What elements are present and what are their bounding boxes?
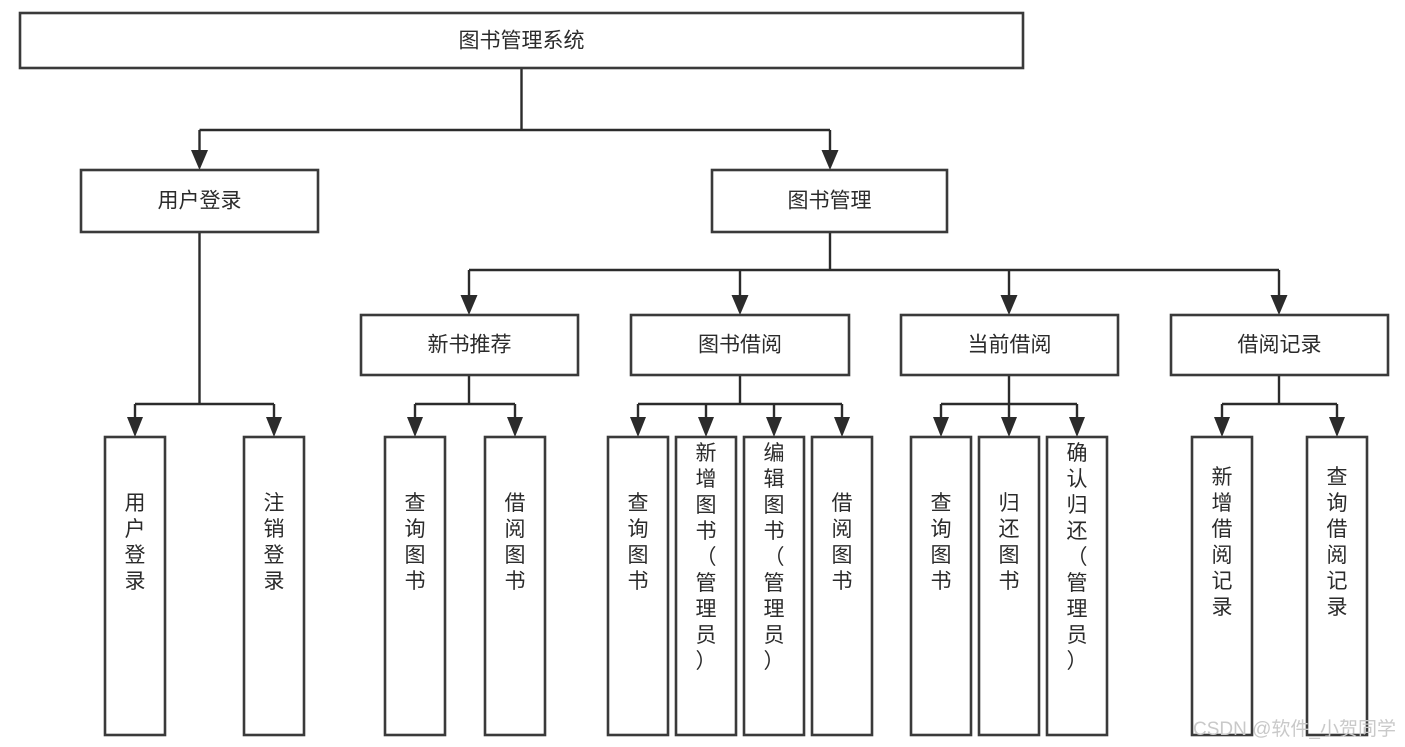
- leaf-node-query-record-label: 查询借阅记录: [1327, 466, 1348, 619]
- leaf-node-user-logout[interactable]: 注销登录: [242, 435, 306, 737]
- leaf-node-borrow-book-1[interactable]: 借阅图书: [483, 435, 547, 737]
- arrowhead-leaf-borrow-book-2: [834, 417, 850, 437]
- leaf-node-borrow-book-1-box[interactable]: [483, 435, 547, 737]
- leaf-node-return-book[interactable]: 归还图书: [977, 435, 1041, 737]
- arrowhead-borrow-record: [1270, 295, 1288, 315]
- leaf-node-borrow-book-1-label: 借阅图书: [505, 492, 526, 593]
- leaf-node-query-book-1[interactable]: 查询图书: [383, 435, 447, 737]
- arrowhead-leaf-user-login: [127, 417, 143, 437]
- edges-root-to-level2: [191, 68, 839, 170]
- leaf-node-user-logout-box[interactable]: [242, 435, 306, 737]
- edges-bookmgmt-to-level3: [460, 232, 1288, 315]
- leaf-node-query-book-2-box[interactable]: [606, 435, 670, 737]
- node-current-borrow[interactable]: 当前借阅: [899, 313, 1120, 377]
- arrowhead-leaf-query-book-3: [933, 417, 949, 437]
- node-new-book-recommend[interactable]: 新书推荐: [359, 313, 580, 377]
- leaf-node-user-login[interactable]: 用户登录: [103, 435, 167, 737]
- node-root-label: 图书管理系统: [459, 30, 585, 53]
- leaf-node-query-book-2-label: 查询图书: [628, 492, 649, 593]
- arrowhead-leaf-add-book: [698, 417, 714, 437]
- leaf-node-query-record-box[interactable]: [1305, 435, 1369, 737]
- leaf-node-query-book-1-label: 查询图书: [405, 492, 426, 593]
- node-current-borrow-box[interactable]: [899, 313, 1120, 377]
- leaf-node-query-book-3-box[interactable]: [909, 435, 973, 737]
- node-root-box[interactable]: [18, 11, 1025, 70]
- leaf-node-user-logout-label: 注销登录: [264, 492, 285, 593]
- arrowhead-leaf-borrow-book-1: [507, 417, 523, 437]
- arrowhead-leaf-query-record: [1329, 417, 1345, 437]
- leaf-node-confirm-return-box[interactable]: [1045, 435, 1109, 737]
- leaf-node-query-book-3[interactable]: 查询图书: [909, 435, 973, 737]
- leaf-node-borrow-book-2-label: 借阅图书: [832, 492, 853, 593]
- leaf-node-confirm-return-label: 确认归还（管理员）: [1067, 442, 1088, 673]
- leaf-node-add-book-label: 新增图书（管理员）: [696, 442, 717, 673]
- arrowhead-leaf-query-book-1: [407, 417, 423, 437]
- arrowhead-book-management: [821, 150, 839, 170]
- edges-userlogin-to-leaves: [127, 232, 282, 437]
- node-book-borrow-label: 图书借阅: [698, 334, 782, 357]
- leaf-node-edit-book-label: 编辑图书（管理员）: [764, 442, 785, 673]
- leaf-node-confirm-return[interactable]: 确认归还（管理员）: [1045, 435, 1109, 737]
- arrowhead-current-borrow: [1000, 295, 1018, 315]
- edges-bookborrow-to-leaves: [630, 375, 850, 437]
- arrowhead-leaf-user-logout: [266, 417, 282, 437]
- node-new-book-recommend-box[interactable]: [359, 313, 580, 377]
- leaf-node-borrow-book-2-box[interactable]: [810, 435, 874, 737]
- leaf-node-add-book-box[interactable]: [674, 435, 738, 737]
- csdn-watermark: CSDN @软件_小贺同学: [1193, 718, 1396, 740]
- arrowhead-leaf-add-record: [1214, 417, 1230, 437]
- edges-currentborrow-to-leaves: [933, 375, 1085, 437]
- node-borrow-record[interactable]: 借阅记录: [1169, 313, 1390, 377]
- node-book-management[interactable]: 图书管理: [710, 168, 949, 234]
- leaf-node-query-book-1-box[interactable]: [383, 435, 447, 737]
- leaf-node-add-record-label: 新增借阅记录: [1212, 466, 1233, 619]
- node-current-borrow-label: 当前借阅: [968, 334, 1052, 357]
- node-book-management-box[interactable]: [710, 168, 949, 234]
- arrowhead-new-book-recommend: [460, 295, 478, 315]
- leaf-node-borrow-book-2[interactable]: 借阅图书: [810, 435, 874, 737]
- arrowhead-leaf-query-book-2: [630, 417, 646, 437]
- leaf-node-add-record[interactable]: 新增借阅记录: [1190, 435, 1254, 737]
- leaf-node-user-login-box[interactable]: [103, 435, 167, 737]
- leaf-node-query-book-3-label: 查询图书: [931, 492, 952, 593]
- node-book-management-label: 图书管理: [788, 190, 872, 213]
- node-new-book-recommend-label: 新书推荐: [428, 334, 512, 357]
- arrowhead-leaf-edit-book: [766, 417, 782, 437]
- node-book-borrow[interactable]: 图书借阅: [629, 313, 851, 377]
- leaf-node-add-book[interactable]: 新增图书（管理员）: [674, 435, 738, 737]
- edges-newbook-to-leaves: [407, 375, 523, 437]
- node-user-login-label: 用户登录: [158, 190, 242, 213]
- arrowhead-leaf-return-book: [1001, 417, 1017, 437]
- arrowhead-book-borrow: [731, 295, 749, 315]
- node-book-borrow-box[interactable]: [629, 313, 851, 377]
- leaf-node-user-login-label: 用户登录: [125, 492, 146, 593]
- edges-borrowrecord-to-leaves: [1214, 375, 1345, 437]
- leaf-node-edit-book-box[interactable]: [742, 435, 806, 737]
- node-user-login-box[interactable]: [79, 168, 320, 234]
- node-borrow-record-label: 借阅记录: [1238, 334, 1322, 357]
- leaf-node-edit-book[interactable]: 编辑图书（管理员）: [742, 435, 806, 737]
- node-user-login[interactable]: 用户登录: [79, 168, 320, 234]
- node-root[interactable]: 图书管理系统: [18, 11, 1025, 70]
- leaf-node-query-record[interactable]: 查询借阅记录: [1305, 435, 1369, 737]
- leaf-node-return-book-label: 归还图书: [999, 492, 1020, 593]
- leaf-node-query-book-2[interactable]: 查询图书: [606, 435, 670, 737]
- leaf-node-return-book-box[interactable]: [977, 435, 1041, 737]
- arrowhead-user-login: [191, 150, 208, 170]
- node-borrow-record-box[interactable]: [1169, 313, 1390, 377]
- arrowhead-leaf-confirm-return: [1069, 417, 1085, 437]
- leaf-node-add-record-box[interactable]: [1190, 435, 1254, 737]
